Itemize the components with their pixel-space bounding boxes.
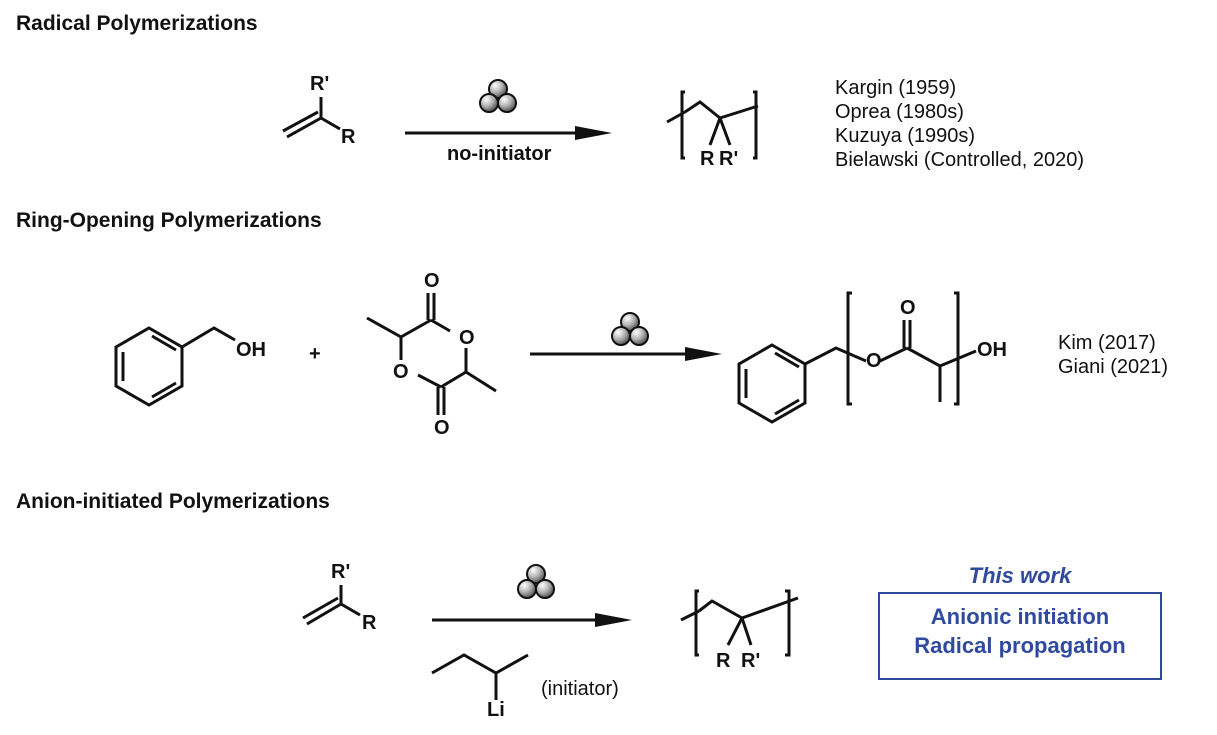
section-title-radical: Radical Polymerizations (16, 12, 258, 35)
substituent-r: R (341, 126, 356, 148)
monomer-1 (282, 97, 341, 139)
reference: Kuzuya (1990s) (835, 125, 976, 147)
hydroxyl-label: OH (236, 339, 266, 361)
reaction-arrow-3 (432, 613, 632, 627)
ester-oxygen: O (866, 350, 882, 372)
reference: Giani (2021) (1058, 356, 1169, 378)
pla-product (737, 291, 977, 424)
lithium-label: Li (487, 699, 505, 721)
substituent-r-prime: R' (331, 561, 351, 583)
catalyst-cluster-icon (479, 79, 517, 113)
sec-butyllithium (431, 653, 529, 700)
this-work-line: Anionic initiation (930, 604, 1110, 629)
reaction-arrow-2 (530, 347, 722, 361)
this-work-title: This work (968, 563, 1072, 588)
lactide (366, 293, 497, 415)
references-radical: Kargin (1959) Oprea (1980s) Kuzuya (1990… (835, 76, 1084, 172)
reference: Kim (2017) (1058, 332, 1156, 354)
section-title-anion: Anion-initiated Polymerizations (16, 490, 330, 513)
benzyl-alcohol (114, 326, 236, 407)
condition-label: no-initiator (447, 143, 552, 165)
product-substituent-r-prime: R' (741, 650, 761, 672)
polymer-product-1 (666, 90, 759, 160)
carbonyl-oxygen: O (900, 297, 916, 319)
this-work-box: Anionic initiation Radical propagation (878, 592, 1162, 680)
substituent-r-prime: R' (310, 73, 330, 95)
reaction-arrow-1 (405, 126, 612, 140)
end-group-oh: OH (977, 339, 1007, 361)
plus-sign: + (309, 343, 321, 365)
section-title-rop: Ring-Opening Polymerizations (16, 209, 322, 232)
lactide-ring-o-left: O (393, 361, 409, 383)
product-substituent-r: R (700, 148, 715, 170)
polymer-product-3 (680, 589, 799, 657)
catalyst-cluster-icon (611, 312, 649, 346)
monomer-3 (302, 585, 361, 626)
product-substituent-r: R (716, 650, 731, 672)
references-rop: Kim (2017) Giani (2021) (1058, 331, 1168, 379)
substituent-r: R (362, 612, 377, 634)
lactide-carbonyl-o-bottom: O (434, 417, 450, 439)
reference: Kargin (1959) (835, 77, 957, 99)
lactide-carbonyl-o-top: O (424, 270, 440, 292)
catalyst-cluster-icon (517, 564, 555, 599)
initiator-label: (initiator) (541, 678, 619, 700)
this-work-line: Radical propagation (914, 633, 1126, 658)
reference: Bielawski (Controlled, 2020) (835, 149, 1085, 171)
product-substituent-r-prime: R' (719, 148, 739, 170)
reference: Oprea (1980s) (835, 101, 964, 123)
lactide-ring-o-right: O (459, 327, 475, 349)
